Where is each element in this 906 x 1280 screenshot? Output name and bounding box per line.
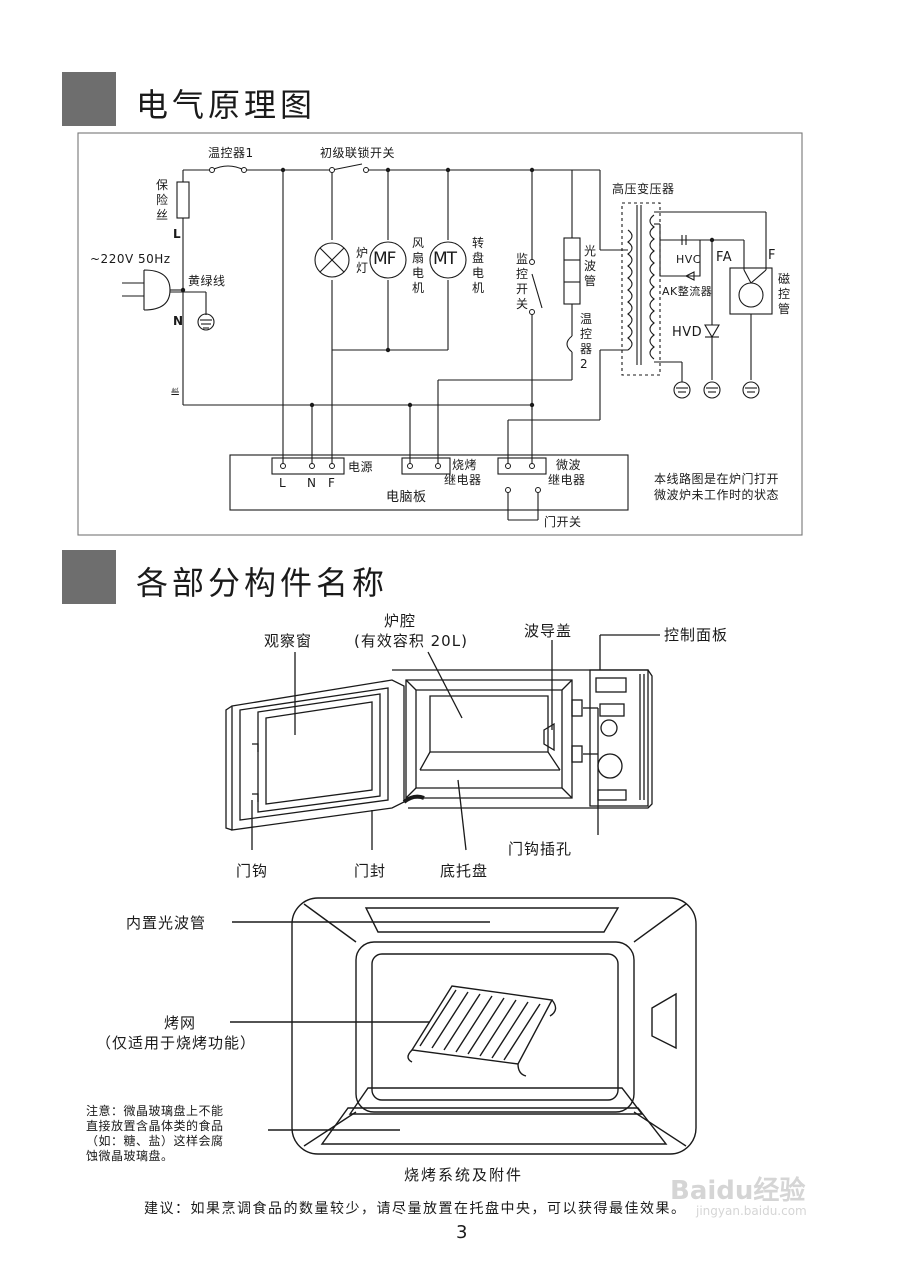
label-magnetron: 磁控管 xyxy=(778,272,791,316)
label-door-switch: 门开关 xyxy=(544,515,582,529)
watermark-brand: Baidu经验 xyxy=(670,1176,806,1206)
label-builtin-tube: 内置光波管 xyxy=(126,914,207,932)
label-hook-hole: 门钩插孔 xyxy=(508,840,573,858)
label-supply: ~220V 50Hz xyxy=(90,252,171,266)
label-monitor-switch: 监控开关 xyxy=(516,252,529,311)
label-door-hook: 门钩 xyxy=(236,862,269,880)
label-f: F xyxy=(768,248,776,263)
label-cavity-volume: (有效容积 20L) xyxy=(354,632,468,650)
label-lnf-f: F xyxy=(328,476,336,490)
label-fa: FA xyxy=(716,250,733,265)
advice-text: 建议：如果烹调食品的数量较少，请尽量放置在托盘中央，可以获得最佳效果。 xyxy=(144,1201,687,1217)
note-line4: 蚀微晶玻璃盘。 xyxy=(86,1149,174,1163)
label-tray: 底托盘 xyxy=(440,862,489,880)
label-lnf-l: L xyxy=(279,476,287,490)
label-control-panel: 控制面板 xyxy=(664,626,729,644)
label-mw-relay-2: 继电器 xyxy=(548,473,586,487)
label-hvd: HVD xyxy=(672,325,703,340)
label-ground-symbol: ≝ xyxy=(170,386,181,400)
label-rack-note: （仅适用于烧烤功能） xyxy=(96,1034,257,1052)
label-primary-interlock: 初级联锁开关 xyxy=(320,146,396,160)
label-rack: 烤网 xyxy=(164,1014,197,1032)
label-lamp: 炉灯 xyxy=(356,246,369,275)
label-mw-relay-1: 微波 xyxy=(556,458,582,472)
grill-caption: 烧烤系统及附件 xyxy=(404,1166,524,1184)
label-hvc: HVC xyxy=(676,253,701,266)
circuit-note-line2: 微波炉未工作时的状态 xyxy=(654,488,780,502)
label-hv-transformer: 高压变压器 xyxy=(612,182,675,196)
label-thermostat1: 温控器1 xyxy=(208,146,254,160)
label-light-tube: 光波管 xyxy=(584,244,597,288)
watermark-url: jingyan.baidu.com xyxy=(696,1204,807,1218)
circuit-diagram xyxy=(77,132,803,536)
note-line1: 注意：微晶玻璃盘上不能 xyxy=(86,1104,224,1118)
label-waveguide: 波导盖 xyxy=(524,622,573,640)
section-title-circuit: 电气原理图 xyxy=(136,86,317,124)
label-fuse: 保险丝 xyxy=(156,178,169,222)
microwave-illustration xyxy=(225,634,660,851)
grill-interior-illustration xyxy=(230,897,697,1155)
label-ground-wire: 黄绿线 xyxy=(188,274,226,288)
label-ak: AK整流器 xyxy=(662,285,713,298)
label-N: N xyxy=(173,314,184,328)
label-turntable-motor: 转盘电机 xyxy=(472,236,485,295)
label-lnf-n: N xyxy=(307,476,317,490)
label-cavity: 炉腔 xyxy=(384,612,417,630)
page-number: 3 xyxy=(456,1222,468,1243)
turntable-motor-symbol-text: MT xyxy=(433,249,457,269)
watermark: Baidu经验 jingyan.baidu.com xyxy=(650,1170,850,1230)
section-marker xyxy=(62,72,116,126)
circuit-note-line1: 本线路图是在炉门打开 xyxy=(654,472,780,486)
label-grill-relay-2: 继电器 xyxy=(444,473,482,487)
label-fan-motor: 风扇电机 xyxy=(412,236,425,295)
label-window: 观察窗 xyxy=(264,632,313,650)
section-marker xyxy=(62,550,116,604)
label-board: 电脑板 xyxy=(386,490,427,505)
label-door-seal: 门封 xyxy=(354,862,387,880)
label-power: 电源 xyxy=(348,460,374,474)
note-line3: （如：糖、盐）这样会腐 xyxy=(86,1134,224,1148)
note-line2: 直接放置含晶体类的食品 xyxy=(86,1119,224,1133)
label-grill-relay-1: 烧烤 xyxy=(452,458,478,472)
fan-motor-symbol-text: MF xyxy=(373,249,396,269)
section-title-parts: 各部分构件名称 xyxy=(136,564,389,602)
label-L: L xyxy=(173,227,182,241)
